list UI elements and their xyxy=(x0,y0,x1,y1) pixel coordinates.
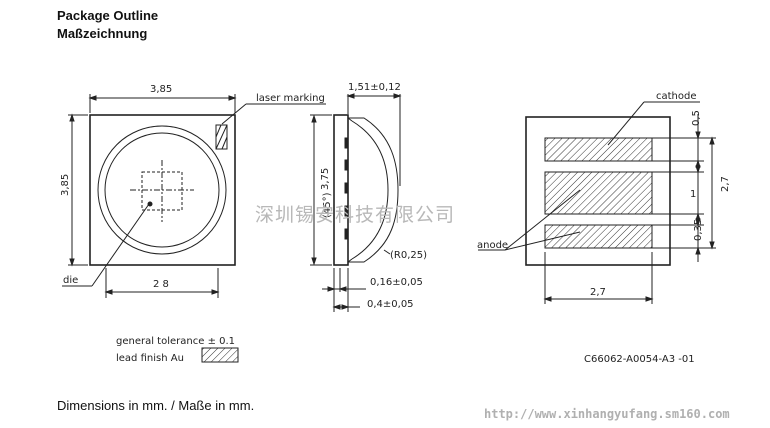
lead-finish-swatch xyxy=(201,347,239,363)
package-body-front xyxy=(89,114,236,266)
tolerance-note: general tolerance ± 0.1 xyxy=(116,336,235,347)
units-note: Dimensions in mm. / Maße in mm. xyxy=(57,398,255,413)
dim-side-375-label: 3,75 xyxy=(320,168,331,190)
dim-05-label: 0,5 xyxy=(691,110,702,126)
laser-marking-label: laser marking xyxy=(256,93,325,104)
side-view xyxy=(310,93,402,312)
watermark-url: http://www.xinhangyufang.sm160.com xyxy=(484,407,730,421)
dim-width-label: 3,85 xyxy=(150,84,172,95)
dim-016-label: 0,16±0,05 xyxy=(370,277,423,288)
dim-side-45-label: (45°) xyxy=(322,192,333,218)
anode-label: anode xyxy=(477,240,508,251)
die-label: die xyxy=(63,275,78,286)
lens-outer-circle xyxy=(97,125,227,255)
cathode-pad xyxy=(544,137,653,162)
bottom-view xyxy=(478,101,716,304)
title-english: Package Outline xyxy=(57,8,159,23)
drawing-number: C66062-A0054-A3 -01 xyxy=(584,354,695,365)
dim-27v-label: 2,7 xyxy=(720,176,731,192)
dim-035-label: 0,35 xyxy=(693,219,704,241)
dim-04-label: 0,4±0,05 xyxy=(367,299,414,310)
dim-side-top-label: 1,51±0,12 xyxy=(348,82,401,93)
lens-dome-profile xyxy=(348,117,399,263)
title-german: Maßzeichnung xyxy=(57,26,148,41)
package-body-bottom xyxy=(525,116,671,266)
lens-inner-circle xyxy=(104,132,220,248)
dim-height-label: 3,85 xyxy=(60,174,71,196)
lead-finish-note: lead finish Au xyxy=(116,353,184,364)
dim-27h-label: 2,7 xyxy=(590,287,606,298)
anode-pad xyxy=(544,224,653,249)
front-view xyxy=(62,94,326,298)
dim-radius-label: (R0,25) xyxy=(390,250,427,261)
watermark-company: 深圳锡安科技有限公司 xyxy=(255,204,456,226)
cathode-label: cathode xyxy=(656,91,697,102)
dim-lens-label: 2 8 xyxy=(153,279,169,290)
dim-1-label: 1 xyxy=(690,189,696,200)
center-pad xyxy=(544,171,653,215)
